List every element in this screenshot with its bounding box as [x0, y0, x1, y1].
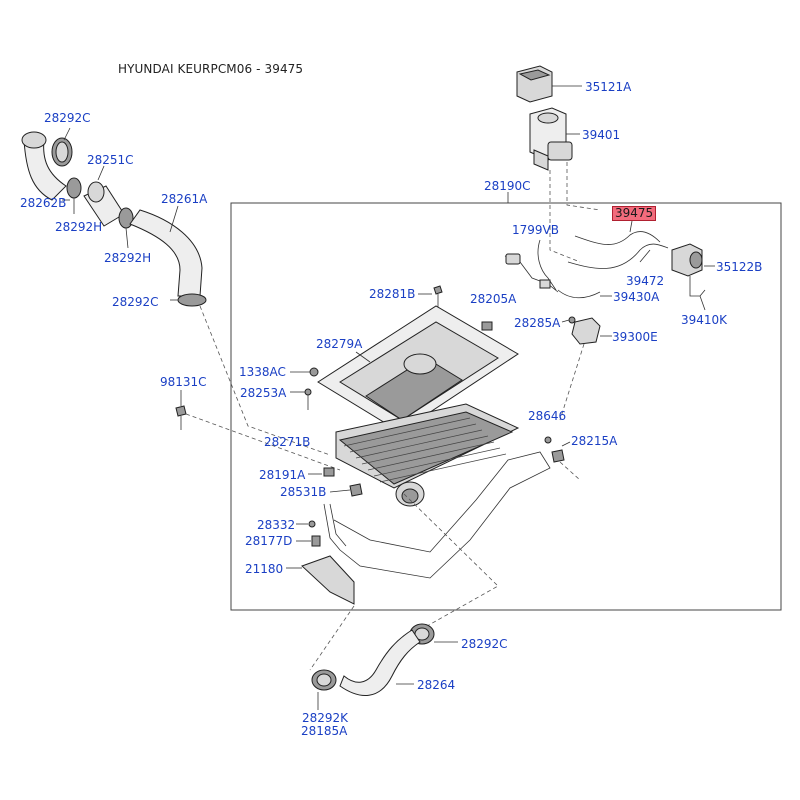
- part-28292C-clamp-top: [51, 127, 73, 167]
- part-label-1338AC[interactable]: 1338AC: [239, 365, 286, 379]
- part-28205A-clip: [481, 321, 493, 331]
- part-1799VB-wiring: [504, 239, 559, 293]
- part-label-35121A[interactable]: 35121A: [585, 80, 632, 94]
- part-28253A-bolt: [290, 388, 312, 410]
- part-label-28185A[interactable]: 28185A: [301, 724, 348, 738]
- part-label-28531B[interactable]: 28531B: [280, 485, 327, 499]
- part-label-28191A[interactable]: 28191A: [259, 468, 306, 482]
- part-label-28262B[interactable]: 28262B: [20, 196, 67, 210]
- part-35122B-valve: [671, 243, 715, 311]
- part-label-28292C-mid[interactable]: 28292C: [112, 295, 159, 309]
- part-28262B-hose: [21, 131, 70, 201]
- part-label-28261A[interactable]: 28261A: [161, 192, 208, 206]
- part-label-28332[interactable]: 28332: [257, 518, 296, 532]
- part-label-28292K[interactable]: 28292K: [302, 711, 349, 725]
- part-label-39401[interactable]: 39401: [582, 128, 621, 142]
- part-label-28271B[interactable]: 28271B: [264, 435, 311, 449]
- part-bracket-frame: [323, 451, 551, 579]
- assembly-boundary-box: [230, 202, 782, 611]
- part-39300E-sensor: [559, 317, 612, 421]
- part-35121A-cap: [516, 65, 582, 103]
- part-label-21180[interactable]: 21180: [245, 562, 284, 576]
- part-28191A-clip: [308, 467, 335, 477]
- part-label-28205A[interactable]: 28205A: [470, 292, 517, 306]
- part-label-28190C[interactable]: 28190C: [484, 179, 531, 193]
- part-label-39410K[interactable]: 39410K: [681, 313, 728, 327]
- part-39401-solenoid: [529, 107, 580, 171]
- part-label-39300E[interactable]: 39300E: [612, 330, 658, 344]
- part-label-28264[interactable]: 28264: [417, 678, 456, 692]
- part-label-28292H-1[interactable]: 28292H: [55, 220, 103, 234]
- part-label-28279A[interactable]: 28279A: [316, 337, 363, 351]
- part-label-28292C-bottom[interactable]: 28292C: [461, 637, 508, 651]
- part-28292C-clamp-mid: [170, 293, 207, 307]
- part-28261A-hose: [129, 205, 203, 297]
- part-label-35122B[interactable]: 35122B: [716, 260, 763, 274]
- part-28281B-bolt: [418, 285, 443, 310]
- part-label-28285A[interactable]: 28285A: [514, 316, 561, 330]
- part-label-28177D[interactable]: 28177D: [245, 534, 293, 548]
- part-label-28215A[interactable]: 28215A: [571, 434, 618, 448]
- part-label-98131C[interactable]: 98131C: [160, 375, 207, 389]
- part-label-28646[interactable]: 28646: [528, 409, 567, 423]
- part-label-28281B[interactable]: 28281B: [369, 287, 416, 301]
- part-28292K-clamp: [311, 669, 337, 710]
- part-label-39430A[interactable]: 39430A: [613, 290, 660, 304]
- part-label-28253A[interactable]: 28253A: [240, 386, 287, 400]
- part-28285A-bolt: [561, 316, 576, 324]
- part-28177D-clip: [311, 535, 321, 547]
- part-28531B-clip: [329, 483, 363, 497]
- part-28271B-intercooler: [335, 403, 520, 507]
- part-28279A-cover: [317, 305, 519, 433]
- part-28292H-clamp-1: [66, 177, 82, 199]
- part-28646-bolt: [544, 436, 552, 444]
- part-1338AC-bolt: [309, 367, 319, 377]
- part-28251C-pipe: [83, 165, 125, 227]
- diagram-title: HYUNDAI KEURPCM06 - 39475: [118, 62, 304, 76]
- part-28332-washer: [308, 520, 316, 528]
- part-label-39475-highlighted[interactable]: 39475: [612, 206, 657, 221]
- part-label-1799VB[interactable]: 1799VB: [512, 223, 559, 237]
- part-98131C-bolt: [175, 390, 187, 430]
- part-39475-hose: [567, 220, 669, 269]
- part-label-28292H-2[interactable]: 28292H: [104, 251, 152, 265]
- part-label-39472[interactable]: 39472: [626, 274, 665, 288]
- part-label-28251C[interactable]: 28251C: [87, 153, 134, 167]
- part-28264-hose: [339, 629, 421, 696]
- part-28215A-clip: [551, 441, 571, 463]
- part-label-28292C-top[interactable]: 28292C: [44, 111, 91, 125]
- part-21180-bracket: [286, 555, 355, 605]
- part-28292H-clamp-2: [118, 207, 134, 229]
